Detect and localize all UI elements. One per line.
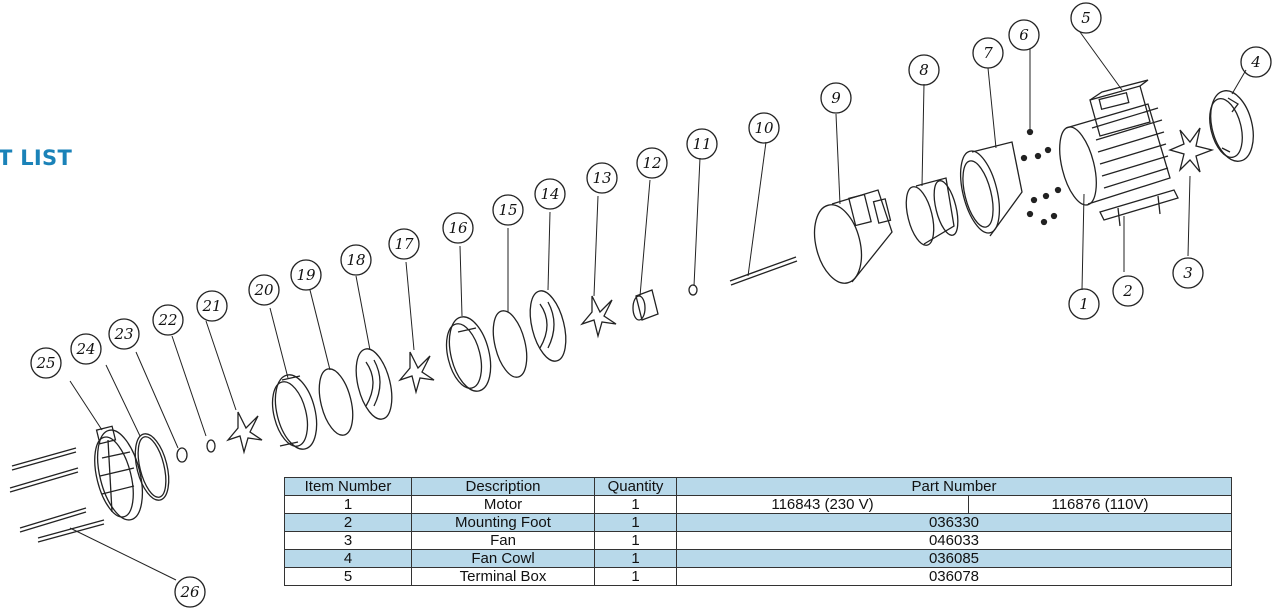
cell-quantity: 1 bbox=[594, 567, 677, 586]
callout-23: 23 bbox=[113, 325, 133, 343]
cell-description: Fan bbox=[411, 531, 595, 550]
table-row: 2 Mounting Foot 1 036330 bbox=[284, 513, 1232, 532]
cell-item: 5 bbox=[284, 567, 412, 586]
o-ring-19 bbox=[318, 368, 354, 436]
cell-part-230v: 116843 (230 V) bbox=[676, 495, 969, 514]
callout-18: 18 bbox=[346, 251, 365, 269]
parts-table: Item Number Description Quantity Part Nu… bbox=[284, 477, 1232, 586]
callout-4: 4 bbox=[1250, 53, 1261, 71]
fan-cowl-4 bbox=[1209, 90, 1254, 162]
seal-8 bbox=[905, 177, 959, 246]
callout-15: 15 bbox=[498, 201, 517, 219]
callout-12: 12 bbox=[642, 154, 661, 172]
cell-description: Motor bbox=[411, 495, 595, 514]
cell-description: Terminal Box bbox=[411, 567, 595, 586]
impeller-21 bbox=[226, 411, 263, 455]
cell-part: 036085 bbox=[676, 549, 1232, 568]
callout-14: 14 bbox=[540, 185, 559, 203]
cell-quantity: 1 bbox=[594, 495, 677, 514]
callout-7: 7 bbox=[983, 44, 993, 62]
impeller-17 bbox=[398, 351, 435, 395]
pump-housing-9 bbox=[813, 189, 893, 284]
cell-item: 2 bbox=[284, 513, 412, 532]
o-ring-24 bbox=[134, 433, 170, 501]
impeller-13 bbox=[580, 295, 617, 339]
cell-quantity: 1 bbox=[594, 513, 677, 532]
callout-26: 26 bbox=[179, 583, 200, 601]
callout-16: 16 bbox=[448, 219, 468, 237]
callout-1: 1 bbox=[1079, 295, 1089, 313]
cell-item: 1 bbox=[284, 495, 412, 514]
callout-5: 5 bbox=[1081, 9, 1091, 27]
o-ring-15 bbox=[492, 310, 528, 378]
key-11 bbox=[688, 284, 698, 296]
cell-description: Fan Cowl bbox=[411, 549, 595, 568]
callout-circles bbox=[30, 2, 1272, 608]
cell-part: 036330 bbox=[676, 513, 1232, 532]
ring-22 bbox=[206, 439, 216, 453]
table-row: 3 Fan 1 046033 bbox=[284, 531, 1232, 550]
flange-7 bbox=[959, 141, 1023, 237]
bolts bbox=[9, 447, 105, 543]
terminal-box-5 bbox=[1089, 79, 1151, 137]
fan-3 bbox=[1168, 127, 1215, 173]
cell-item: 3 bbox=[284, 531, 412, 550]
shaft-10 bbox=[729, 256, 798, 286]
diffuser-20 bbox=[271, 374, 318, 450]
callout-20: 20 bbox=[253, 281, 274, 299]
table-header-row: Item Number Description Quantity Part Nu… bbox=[284, 477, 1232, 496]
header-quantity: Quantity bbox=[594, 477, 677, 496]
mounting-foot-2 bbox=[1099, 189, 1179, 227]
pump-head bbox=[94, 425, 144, 521]
callout-21: 21 bbox=[201, 297, 221, 315]
cell-description: Mounting Foot bbox=[411, 513, 595, 532]
table-row: 4 Fan Cowl 1 036085 bbox=[284, 549, 1232, 568]
callout-6: 6 bbox=[1019, 26, 1029, 44]
callout-2: 2 bbox=[1122, 282, 1133, 300]
header-description: Description bbox=[411, 477, 595, 496]
callout-8: 8 bbox=[919, 61, 929, 79]
callout-3: 3 bbox=[1183, 264, 1193, 282]
stage-18 bbox=[355, 348, 393, 420]
callout-19: 19 bbox=[296, 266, 316, 284]
callout-9: 9 bbox=[831, 89, 841, 107]
page-title: T LIST bbox=[0, 146, 73, 170]
ring-23 bbox=[176, 447, 188, 463]
table-row: 1 Motor 1 116843 (230 V) 116876 (110V) bbox=[284, 495, 1232, 514]
cell-quantity: 1 bbox=[594, 549, 677, 568]
stage-14 bbox=[529, 290, 567, 362]
callout-24: 24 bbox=[75, 340, 95, 358]
header-item-number: Item Number bbox=[284, 477, 412, 496]
cell-quantity: 1 bbox=[594, 531, 677, 550]
small-bolts-6 bbox=[1020, 128, 1062, 226]
callout-17: 17 bbox=[394, 235, 414, 253]
callout-13: 13 bbox=[592, 169, 611, 187]
motor-1 bbox=[1059, 103, 1171, 206]
callout-25: 25 bbox=[35, 354, 55, 372]
cell-part: 046033 bbox=[676, 531, 1232, 550]
callout-11: 11 bbox=[692, 135, 711, 153]
cell-part-110v: 116876 (110V) bbox=[968, 495, 1232, 514]
header-part-number: Part Number bbox=[676, 477, 1232, 496]
diffuser-16 bbox=[445, 316, 492, 392]
leader-lines bbox=[69, 31, 1247, 581]
bushing-12 bbox=[632, 289, 659, 321]
table-row: 5 Terminal Box 1 036078 bbox=[284, 567, 1232, 586]
callout-10: 10 bbox=[754, 119, 774, 137]
callout-numbers: 1 2 3 4 5 6 7 8 9 10 11 12 13 14 15 16 1… bbox=[35, 9, 1260, 601]
cell-item: 4 bbox=[284, 549, 412, 568]
callout-22: 22 bbox=[157, 311, 177, 329]
cell-part: 036078 bbox=[676, 567, 1232, 586]
